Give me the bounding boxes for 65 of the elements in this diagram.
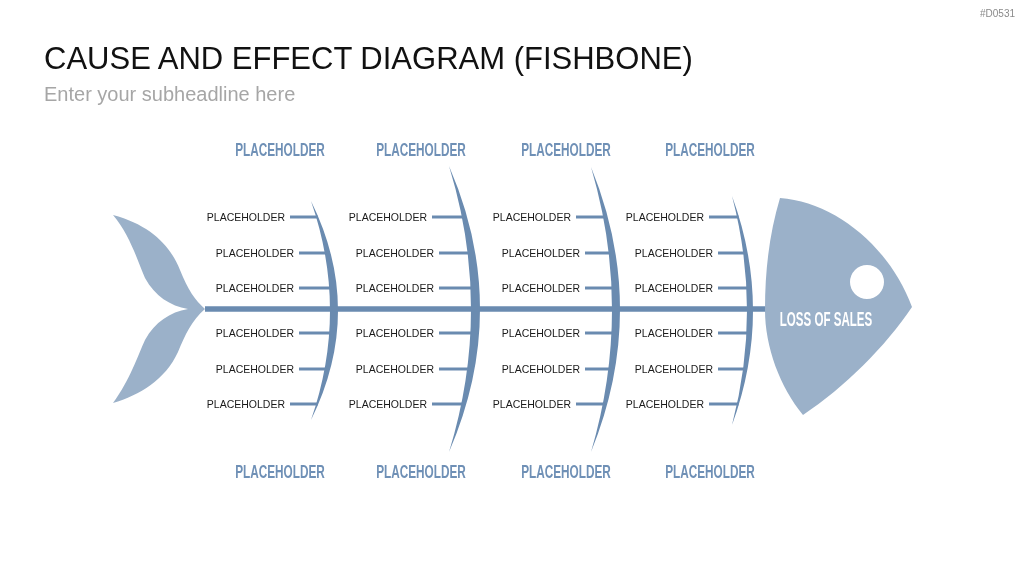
cause-label: PLACEHOLDER: [206, 210, 290, 224]
fish-tail: [113, 215, 205, 403]
cause-label: PLACEHOLDER: [215, 326, 299, 340]
category-heading: PLACEHOLDER: [376, 139, 466, 161]
leader-line: [709, 215, 739, 219]
leader-line: [439, 367, 469, 371]
category-heading: PLACEHOLDER: [235, 139, 325, 161]
leader-line: [718, 367, 745, 371]
leader-line: [290, 215, 318, 219]
fish-bone: [591, 167, 620, 452]
cause-label: PLACEHOLDER: [501, 326, 585, 340]
leader-line: [439, 251, 470, 255]
leader-line: [718, 286, 748, 290]
cause-label: PLACEHOLDER: [625, 210, 709, 224]
cause-label: PLACEHOLDER: [215, 246, 299, 260]
category-heading: PLACEHOLDER: [376, 461, 466, 483]
cause-label: PLACEHOLDER: [206, 397, 290, 411]
leader-line: [585, 331, 613, 335]
leader-line: [576, 402, 605, 406]
cause-label: PLACEHOLDER: [215, 281, 299, 295]
leader-line: [439, 286, 472, 290]
reference-code: #D0531: [979, 8, 1015, 20]
leader-line: [576, 215, 605, 219]
fish-bone: [449, 166, 480, 452]
cause-label: PLACEHOLDER: [348, 397, 432, 411]
cause-label: PLACEHOLDER: [348, 210, 432, 224]
leader-line: [709, 402, 739, 406]
cause-label: PLACEHOLDER: [634, 246, 718, 260]
leader-line: [299, 251, 327, 255]
cause-label: PLACEHOLDER: [355, 246, 439, 260]
fish-bone: [311, 201, 338, 420]
category-heading: PLACEHOLDER: [235, 461, 325, 483]
leader-line: [299, 331, 331, 335]
cause-label: PLACEHOLDER: [355, 326, 439, 340]
subtitle: Enter your subheadline here: [44, 82, 296, 106]
leader-line: [585, 286, 613, 290]
leader-line: [299, 367, 327, 371]
leader-line: [432, 215, 464, 219]
leader-line: [432, 402, 463, 406]
cause-label: PLACEHOLDER: [634, 281, 718, 295]
cause-label: PLACEHOLDER: [634, 326, 718, 340]
effect-label: LOSS OF SALES: [779, 307, 873, 331]
cause-label: PLACEHOLDER: [501, 362, 585, 376]
spine-line: [205, 306, 767, 312]
title: CAUSE AND EFFECT DIAGRAM (FISHBONE): [44, 41, 693, 77]
category-heading: PLACEHOLDER: [665, 139, 755, 161]
category-heading: PLACEHOLDER: [665, 461, 755, 483]
category-heading: PLACEHOLDER: [521, 461, 611, 483]
cause-label: PLACEHOLDER: [634, 362, 718, 376]
leader-line: [299, 286, 331, 290]
cause-label: PLACEHOLDER: [355, 281, 439, 295]
cause-label: PLACEHOLDER: [492, 397, 576, 411]
cause-label: PLACEHOLDER: [501, 246, 585, 260]
cause-label: PLACEHOLDER: [501, 281, 585, 295]
leader-line: [585, 367, 610, 371]
cause-label: PLACEHOLDER: [215, 362, 299, 376]
leader-line: [585, 251, 611, 255]
leader-line: [439, 331, 472, 335]
cause-label: PLACEHOLDER: [492, 210, 576, 224]
category-heading: PLACEHOLDER: [521, 139, 611, 161]
leader-line: [718, 251, 745, 255]
leader-line: [290, 402, 318, 406]
leader-line: [718, 331, 748, 335]
cause-label: PLACEHOLDER: [355, 362, 439, 376]
cause-label: PLACEHOLDER: [625, 397, 709, 411]
